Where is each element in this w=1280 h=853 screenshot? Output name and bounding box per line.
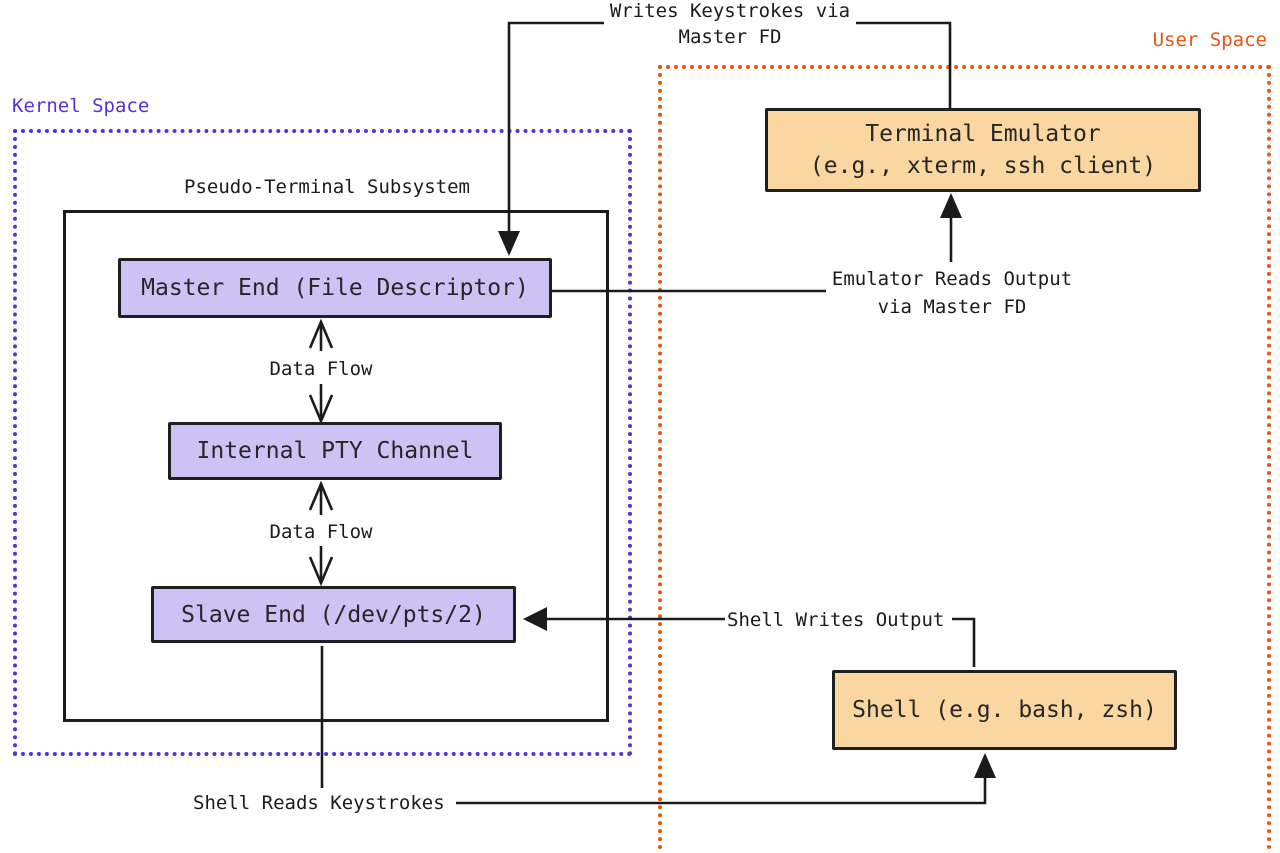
- edge-label-writes-keystrokes: Writes Keystrokes via Master FD: [610, 0, 850, 50]
- edge-label-emulator-reads: Emulator Reads Output via Master FD: [832, 265, 1072, 321]
- node-shell-label: Shell (e.g. bash, zsh): [852, 697, 1157, 723]
- node-shell: Shell (e.g. bash, zsh): [832, 670, 1177, 750]
- node-terminal-emulator-line1: Terminal Emulator: [865, 121, 1101, 147]
- edge-label-emulator-reads-line2: via Master FD: [877, 296, 1027, 318]
- edge-label-shell-writes-output: Shell Writes Output: [727, 609, 945, 631]
- node-master-end-label: Master End (File Descriptor): [141, 275, 529, 301]
- edge-label-shell-reads-keystrokes: Shell Reads Keystrokes: [193, 792, 445, 814]
- pty-subsystem-box: [63, 210, 609, 722]
- edge-label-data-flow-upper: Data Flow: [269, 358, 373, 380]
- pty-subsystem-title: Pseudo-Terminal Subsystem: [184, 176, 470, 198]
- edge-label-writes-keystrokes-line2: Master FD: [678, 26, 782, 48]
- kernel-space-label: Kernel Space: [12, 95, 150, 117]
- edge-label-writes-keystrokes-line1: Writes Keystrokes via: [609, 0, 851, 22]
- edge-label-emulator-reads-line1: Emulator Reads Output: [831, 268, 1073, 290]
- node-internal-pty-channel-label: Internal PTY Channel: [196, 438, 474, 464]
- node-terminal-emulator: Terminal Emulator (e.g., xterm, ssh clie…: [765, 108, 1201, 192]
- node-master-end: Master End (File Descriptor): [118, 258, 552, 318]
- user-space-label: User Space: [1152, 29, 1267, 51]
- node-slave-end: Slave End (/dev/pts/2): [151, 586, 516, 643]
- node-slave-end-label: Slave End (/dev/pts/2): [181, 601, 486, 628]
- edge-label-data-flow-lower: Data Flow: [269, 521, 373, 543]
- node-internal-pty-channel: Internal PTY Channel: [168, 422, 502, 480]
- node-terminal-emulator-line2: (e.g., xterm, ssh client): [809, 153, 1157, 179]
- user-space-region: [658, 65, 1271, 853]
